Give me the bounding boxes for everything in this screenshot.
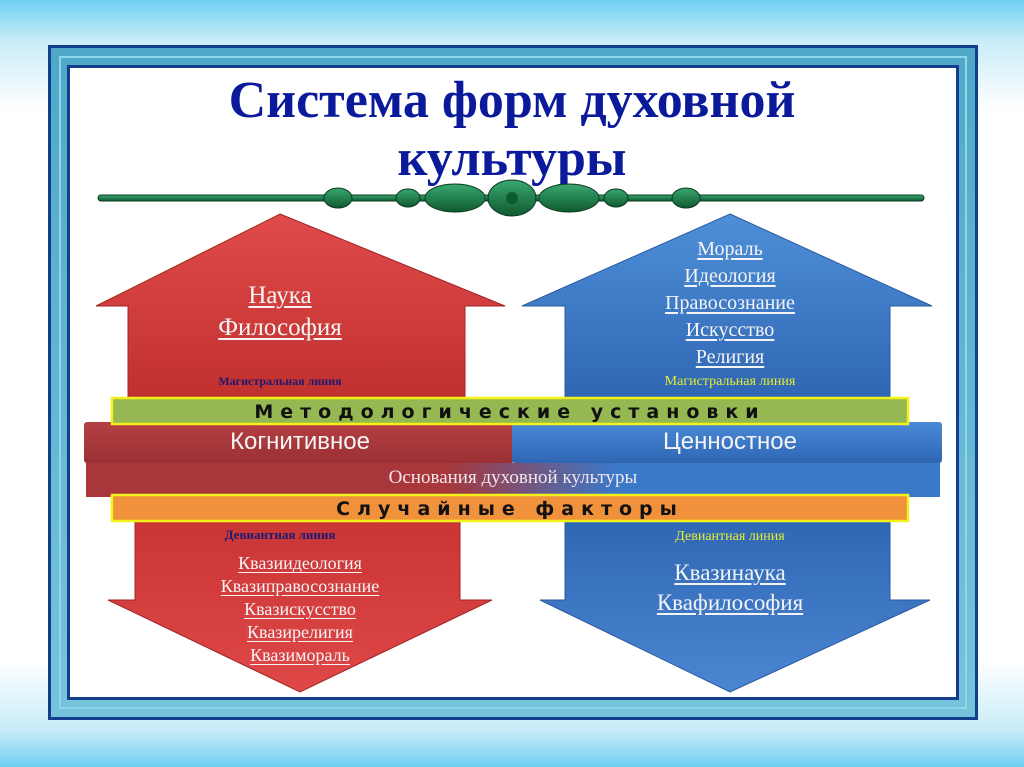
item-science[interactable]: Наука [248,282,312,309]
cognitive-label: Когнитивное [230,428,370,455]
item-quasi-morality[interactable]: Квазимораль [250,645,350,665]
right-deviant-line-label: Девиантная линия [675,529,785,544]
item-art[interactable]: Искусство [685,319,775,341]
red-down-arrow [107,514,493,693]
title-line-1: Система форм духовной [228,72,796,129]
item-morality[interactable]: Мораль [697,238,763,260]
frame-bevel [59,56,967,709]
blue-down-arrow [539,514,931,693]
title-line-2: культуры [397,130,627,187]
value-label: Ценностное [663,428,797,455]
foundation-band [86,463,940,497]
methodology-bar [110,396,910,426]
left-down-items: Квазиидеология Квазиправосознание Квазис… [170,552,430,667]
right-main-line-label: Магистральная линия [664,374,796,389]
random-factors-bar [110,493,910,523]
item-quasi-religion[interactable]: Квазирелигия [247,622,353,642]
methodology-label: Методологические установки [254,401,766,423]
item-quasi-legal-consciousness[interactable]: Квазиправосознание [220,576,380,596]
page-title: Система форм духовной культуры [0,72,1024,188]
right-down-items: Квазинаука Квафилософия [600,558,860,618]
left-main-line-label: Магистральная линия [218,374,342,388]
random-factors-label: Случайные факторы [336,498,684,520]
left-up-items: Наука Философия [160,280,400,344]
item-quasi-ideology[interactable]: Квазиидеология [238,553,362,573]
item-quasi-philosophy[interactable]: Квафилософия [656,590,804,615]
item-quasi-art[interactable]: Квазискусство [244,599,356,619]
ornament-divider [97,179,925,217]
item-ideology[interactable]: Идеология [684,265,776,287]
foundations-label: Основания духовной культуры [388,467,638,488]
item-religion[interactable]: Религия [695,346,765,368]
item-quasi-science[interactable]: Квазинаука [674,560,786,585]
value-band [512,422,942,463]
right-up-items: Мораль Идеология Правосознание Искусство… [610,236,850,371]
item-philosophy[interactable]: Философия [218,314,342,341]
cognitive-band [84,422,514,463]
item-legal-consciousness[interactable]: Правосознание [665,292,795,314]
left-deviant-line-label: Девиантная линия [224,527,336,542]
